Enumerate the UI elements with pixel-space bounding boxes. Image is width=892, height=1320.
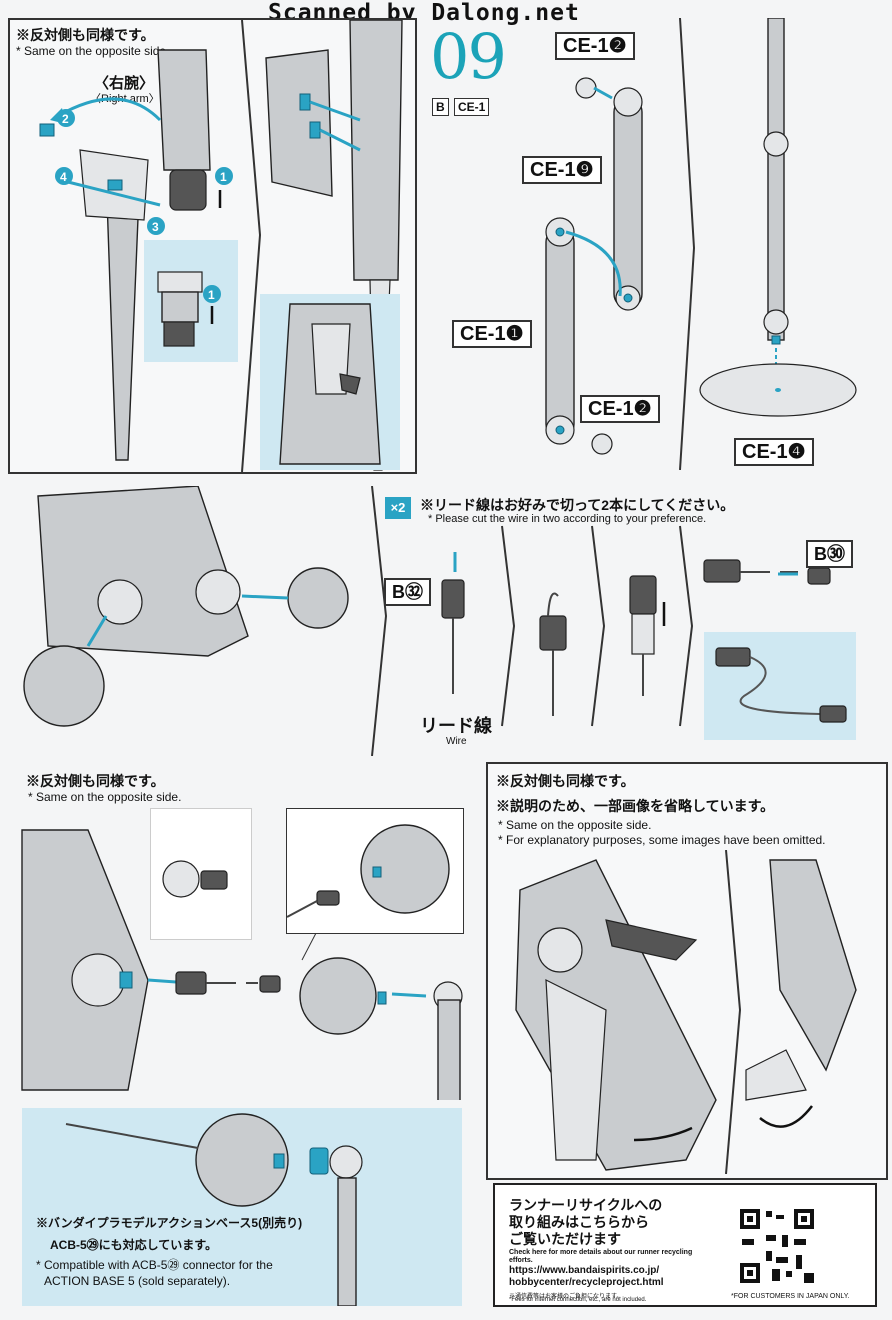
compat-en-2: ACTION BASE 5 (sold separately).: [44, 1274, 231, 1288]
br-note-en-1: * Same on the opposite side.: [498, 818, 652, 832]
label-ce1-2-top: CE-1❷: [555, 32, 635, 60]
label-ce1-9: CE-1❾: [522, 156, 602, 184]
qr-code-icon[interactable]: [736, 1205, 818, 1287]
side-armor-illustration: [515, 850, 857, 1174]
action-base-illustration: [21, 829, 463, 1100]
bl-opposite-note-en: * Same on the opposite side.: [28, 790, 182, 804]
label-ce1-1: CE-1❶: [452, 320, 532, 348]
step-number: 09: [430, 20, 507, 93]
recycle-en: Check here for more details about our ru…: [509, 1249, 693, 1264]
recycle-jp-3: ご覧いただけます: [509, 1231, 621, 1247]
svg-text:1: 1: [220, 170, 227, 184]
middle-illustration: [23, 486, 831, 756]
panel-arm-assembly: ※反対側も同様です。 * Same on the opposite side. …: [8, 18, 417, 474]
inset-acb5: ※バンダイプラモデルアクションベース5(別売り) ACB-5㉙にも対応しています…: [22, 1108, 462, 1307]
label-b30: B㉚: [806, 540, 853, 568]
label-b32: B㉜: [384, 578, 431, 606]
bl-opposite-note-jp: ※反対側も同様です。: [26, 773, 165, 789]
svg-text:2: 2: [62, 112, 69, 126]
recycle-jp-2: 取り組みはこちらから: [509, 1214, 649, 1230]
inset-connector-closeup: [286, 808, 464, 934]
sheet-b-tag: B: [432, 98, 449, 116]
recycle-jp-1: ランナーリサイクルへの: [509, 1197, 663, 1213]
wire-note-jp: ※リード線はお好みで切って2本にしてください。: [420, 497, 735, 513]
recycle-fee-en: *Fees for internet connection, etc., are…: [509, 1297, 647, 1303]
opposite-side-note-jp: ※反対側も同様です。: [16, 27, 155, 43]
svg-text:1: 1: [208, 288, 215, 302]
japan-only-note: *FOR CUSTOMERS IN JAPAN ONLY.: [731, 1293, 850, 1300]
svg-text:4: 4: [60, 170, 67, 184]
wire-label-en: Wire: [446, 736, 467, 747]
inset-arm-detail: 1: [144, 240, 238, 362]
br-note-jp-2: ※説明のため、一部画像を省略しています。: [496, 798, 775, 814]
inset-joint-closeup: [150, 808, 252, 940]
wire-note-en: * Please cut the wire in two according t…: [428, 513, 707, 525]
compat-jp-1: ※バンダイプラモデルアクションベース5(別売り): [36, 1216, 303, 1230]
br-note-jp-1: ※反対側も同様です。: [496, 773, 635, 789]
recycle-url-2[interactable]: hobbycenter/recycleproject.html: [509, 1277, 664, 1288]
inset-wire-result: [704, 632, 856, 740]
svg-text:3: 3: [152, 220, 159, 234]
arm-sword-illustration: 2 4 3 1: [39, 20, 403, 472]
label-ce1-2-bottom: CE-1❷: [580, 395, 660, 423]
multiplier-badge: ×2: [385, 497, 411, 519]
recycle-url-1[interactable]: https://www.bandaispirits.co.jp/: [509, 1265, 660, 1276]
recycle-fee-jp: ※通信費等はお客様のご負担になります。: [509, 1294, 623, 1300]
opposite-side-note-en: * Same on the opposite side.: [16, 44, 170, 58]
recycle-box: ランナーリサイクルへの 取り組みはこちらから ご覧いただけます Check he…: [493, 1183, 877, 1307]
label-ce1-4: CE-1❹: [734, 438, 814, 466]
compat-en-1: * Compatible with ACB-5㉙ connector for t…: [36, 1258, 273, 1272]
inset-shield-detail: [260, 294, 400, 470]
sheet-ce-tag: CE-1: [454, 98, 490, 116]
br-note-en-2: * For explanatory purposes, some images …: [498, 833, 826, 847]
right-arm-label-jp: 〈右腕〉: [94, 75, 155, 92]
compat-jp-2: ACB-5㉙にも対応しています。: [50, 1238, 218, 1252]
wire-label-jp: リード線: [420, 716, 492, 736]
stand-illustration: [545, 18, 857, 470]
